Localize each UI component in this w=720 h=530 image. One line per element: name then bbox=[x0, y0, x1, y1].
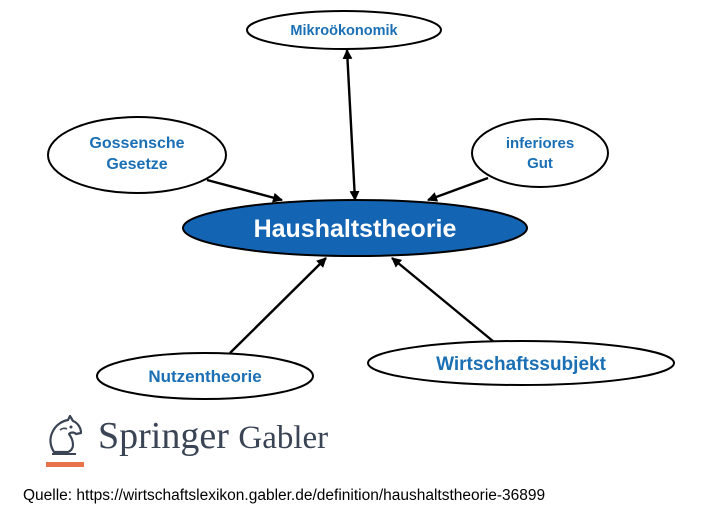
node-wirtschaftssubjekt: Wirtschaftssubjekt bbox=[367, 340, 675, 386]
node-nutzentheorie-label: Nutzentheorie bbox=[148, 367, 261, 386]
logo-sub-brand-text: Gabler bbox=[238, 420, 329, 456]
edge-left bbox=[206, 178, 283, 203]
node-gossensche-gesetze-line1: Gossensche bbox=[89, 135, 184, 152]
source-citation: Quelle: https://wirtschaftslexikon.gable… bbox=[23, 487, 546, 504]
node-gossensche-gesetze: Gossensche Gesetze bbox=[47, 116, 227, 194]
logo-brand-text: Springer bbox=[98, 415, 229, 457]
node-inferiores-gut: inferiores Gut bbox=[471, 118, 609, 188]
springer-gabler-logo: Springer Gabler bbox=[40, 412, 400, 472]
node-gossensche-gesetze-line2: Gesetze bbox=[106, 156, 167, 173]
node-haushaltstheorie: Haushaltstheorie bbox=[182, 199, 528, 257]
node-nutzentheorie: Nutzentheorie bbox=[96, 352, 314, 400]
node-mikrooekonomik-label: Mikroökonomik bbox=[290, 23, 398, 39]
edge-bottom-left bbox=[229, 257, 327, 354]
edge-top bbox=[342, 49, 360, 201]
node-inferiores-gut-line1: inferiores bbox=[506, 135, 574, 152]
node-inferiores-gut-line2: Gut bbox=[527, 155, 553, 172]
node-wirtschaftssubjekt-label: Wirtschaftssubjekt bbox=[436, 354, 606, 375]
edge-right bbox=[427, 176, 489, 202]
knight-horse-icon bbox=[46, 414, 84, 467]
logo-wordmark: Springer Gabler bbox=[98, 414, 328, 458]
edge-bottom-right bbox=[391, 257, 495, 343]
node-haushaltstheorie-label: Haushaltstheorie bbox=[254, 215, 457, 243]
node-mikrooekonomik: Mikroökonomik bbox=[246, 10, 442, 50]
